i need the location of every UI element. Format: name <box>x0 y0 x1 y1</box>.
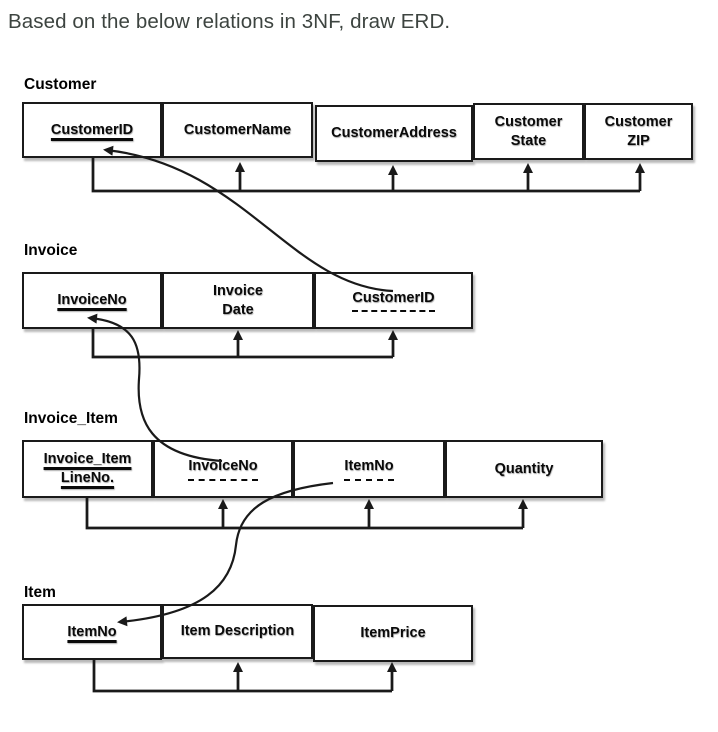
cell-invoice-invoiceno: InvoiceNo <box>22 272 162 329</box>
cell-customer-customerid: CustomerID <box>22 102 162 158</box>
cell-invoiceitem-invoiceno: InvoiceNo <box>153 440 293 498</box>
cell-invoiceitem-itemno: ItemNo <box>293 440 445 498</box>
cell-item-description: Item Description <box>162 604 313 659</box>
fk-arrow-invoice-customerid-to-customer <box>103 145 394 293</box>
cell-item-itemprice: ItemPrice <box>313 605 473 662</box>
table-label-invoice-item: Invoice_Item <box>24 410 118 427</box>
cell-invoiceitem-quantity: Quantity <box>445 440 603 498</box>
table-label-invoice: Invoice <box>24 242 78 259</box>
cell-customer-customername: CustomerName <box>162 102 313 158</box>
fd-bracket-invoice <box>91 328 393 359</box>
table-label-customer: Customer <box>24 76 97 93</box>
fd-bracket-customer <box>91 157 640 193</box>
fd-bracket-item <box>92 659 392 693</box>
cell-customer-zip: Customer ZIP <box>584 103 693 160</box>
table-label-item: Item <box>24 584 56 601</box>
cell-customer-customeraddress: CustomerAddress <box>315 105 473 162</box>
cell-item-itemno: ItemNo <box>22 604 162 660</box>
fk-arrow-invoiceitem-itemno-to-item <box>117 481 334 627</box>
cell-invoice-customerid: CustomerID <box>314 272 473 329</box>
cell-customer-state: Customer State <box>473 103 584 160</box>
page-title: Based on the below relations in 3NF, dra… <box>8 10 451 33</box>
cell-invoice-date: Invoice Date <box>162 272 314 329</box>
fd-bracket-invoice-item <box>85 497 523 530</box>
cell-invoiceitem-lineno: Invoice_Item LineNo. <box>22 440 153 498</box>
